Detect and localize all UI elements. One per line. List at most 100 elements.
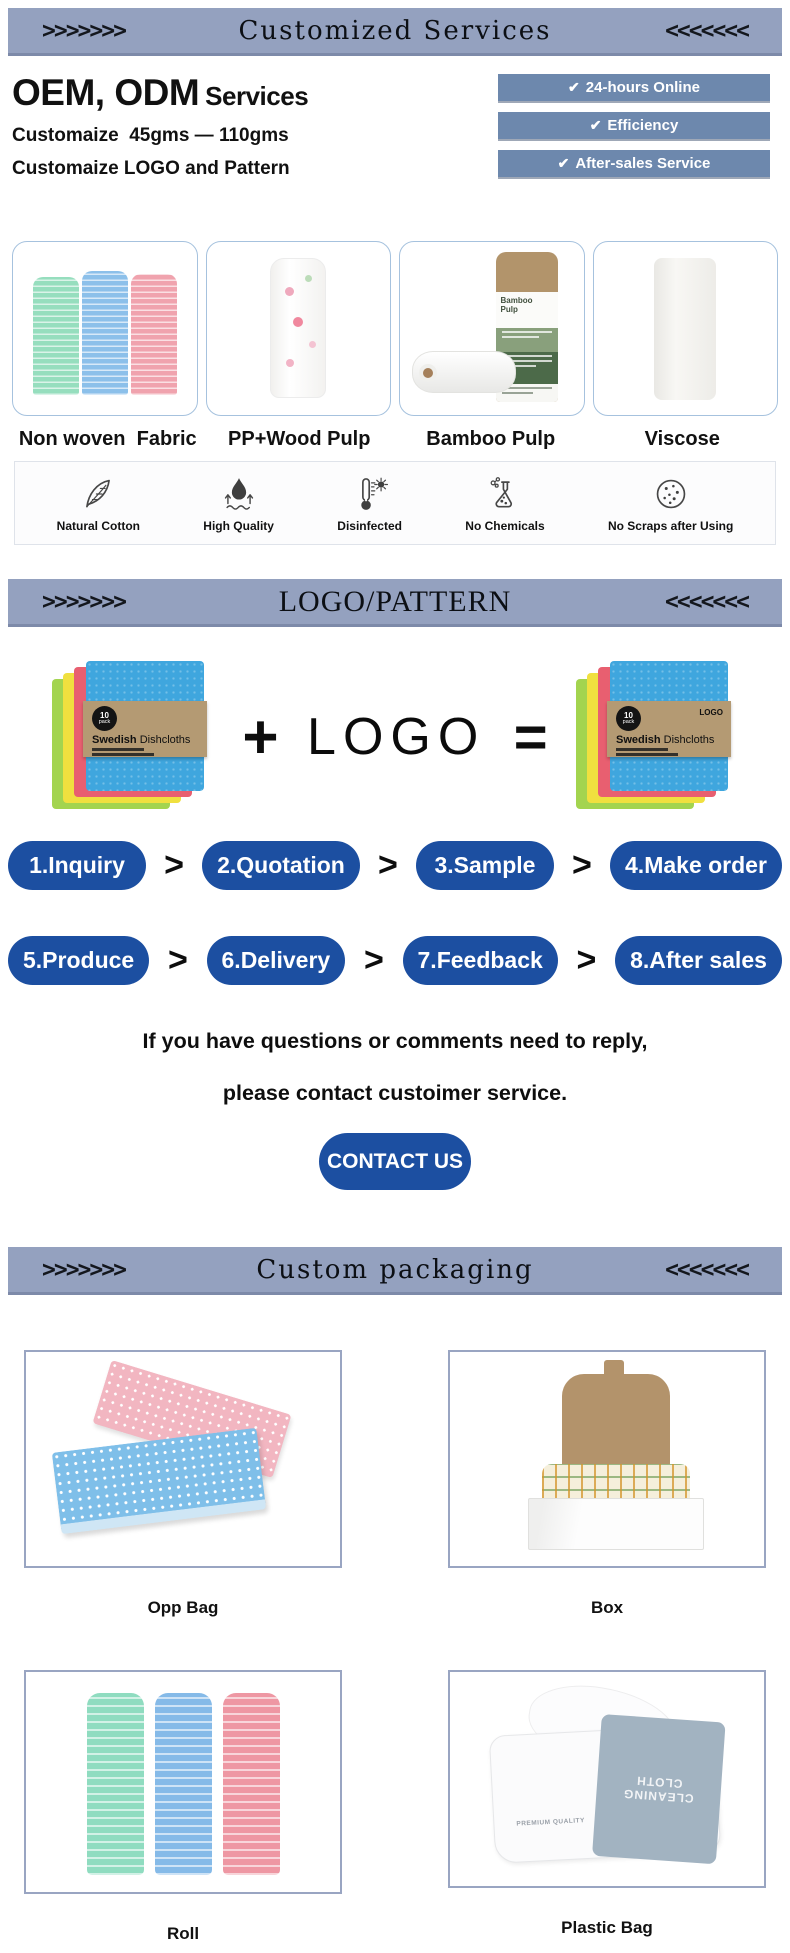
contact-message-line-2: please contact custoimer service. (222, 1081, 568, 1105)
label-box: Box (590, 1598, 624, 1617)
pack-label: 10 pack LOGO Swedish Dishcloths (606, 701, 731, 757)
badge-24-hours-online: ✔ 24-hours Online (498, 74, 770, 101)
card-bamboo-pulp: Bamboo Pulp (399, 241, 585, 416)
label-bamboo-pulp: Bamboo Pulp (426, 428, 556, 450)
plastic-bag-image: CLEANING CLOTH PREMIUM QUALITY (448, 1670, 766, 1888)
oem-heading-sub: Services (205, 81, 309, 111)
banner-logo-pattern: >>>>>>> LOGO/PATTERN <<<<<<< (8, 579, 782, 627)
feature-no-chemicals: No Chemicals (465, 475, 545, 533)
logo-word: LOGO (307, 708, 486, 766)
material-labels: Non woven Fabric PP+Wood Pulp Bamboo Pul… (0, 428, 790, 451)
step-feedback: 7.Feedback (402, 936, 558, 985)
thermometer-sun-icon (360, 477, 388, 510)
equals-sign: = (513, 704, 548, 770)
bag-subtext: PREMIUM QUALITY (516, 1817, 586, 1828)
logo-tag: LOGO (699, 708, 723, 717)
viscose-roll-image (654, 258, 717, 400)
feature-disinfected: Disinfected (337, 475, 402, 533)
right-arrows-decoration: >>>>>>> (42, 588, 127, 615)
features-strip: Natural Cotton High Quality Disinfected (14, 461, 776, 545)
step-after-sales: 8.After sales (615, 936, 782, 985)
contact-message-line-1: If you have questions or comments need t… (142, 1029, 648, 1053)
packaging-row-1: Opp Bag Box (0, 1350, 790, 1618)
flask-icon (490, 477, 512, 508)
step-sample: 3.Sample (415, 841, 554, 890)
packaging-plastic-bag: CLEANING CLOTH PREMIUM QUALITY Plastic B… (448, 1670, 766, 1944)
check-icon: ✔ (568, 79, 580, 95)
pack-count-badge: 10 pack (92, 706, 117, 731)
badge-after-sales-service: ✔ After-sales Service (498, 150, 770, 177)
step-make-order: 4.Make order (610, 841, 782, 890)
label-non-woven-fabric: Non woven Fabric (18, 428, 197, 450)
section-title-logo-pattern: LOGO/PATTERN (278, 584, 512, 618)
box-image (448, 1350, 766, 1568)
check-icon: ✔ (589, 117, 602, 133)
step-arrow: > (377, 846, 398, 884)
label-viscose: Viscose (644, 428, 720, 450)
plus-sign: + (242, 702, 279, 772)
label-pp-wood-pulp: PP+Wood Pulp (228, 428, 371, 450)
process-steps-row-2: 5.Produce > 6.Delivery > 7.Feedback > 8.… (0, 936, 790, 985)
step-arrow: > (167, 941, 188, 979)
logo-equation-section: 10 pack Swedish Dishcloths + LOGO = (0, 627, 790, 827)
contact-us-button[interactable]: CONTACT US (319, 1133, 471, 1190)
banner-customized-services: >>>>>>> Customized Services <<<<<<< (8, 8, 782, 56)
water-drop-icon (224, 478, 253, 510)
bag-text: CLEANING CLOTH (622, 1773, 695, 1806)
nonwoven-rolls-image (13, 242, 197, 415)
badge-label: Efficiency (607, 117, 679, 134)
left-arrows-decoration: <<<<<<< (665, 1256, 750, 1283)
customize-gsm-line: Customaize 45gms — 110gms (12, 125, 289, 146)
label-plastic-bag: Plastic Bag (561, 1918, 653, 1937)
packaging-roll: Roll (24, 1670, 342, 1944)
section-title-customized-services: Customized Services (238, 15, 552, 46)
bag-panel: CLEANING CLOTH (592, 1714, 726, 1865)
check-icon: ✔ (557, 155, 570, 171)
badge-efficiency: ✔ Efficiency (498, 112, 770, 139)
pp-wood-pulp-roll-image (270, 258, 327, 398)
right-arrows-decoration: >>>>>>> (42, 17, 127, 44)
brand-text: Swedish Dishcloths (615, 734, 715, 746)
packaging-row-2: Roll CLEANING CLOTH PREMIUM QUALITY Plas… (0, 1670, 790, 1944)
roll-image (24, 1670, 342, 1894)
bamboo-tube-label: Bamboo Pulp (500, 296, 533, 315)
step-delivery: 6.Delivery (206, 936, 346, 985)
packaging-box: Box (448, 1350, 766, 1618)
packaging-opp-bag: Opp Bag (24, 1350, 342, 1618)
step-arrow: > (572, 846, 592, 884)
customize-logo-line: Customaize LOGO and Pattern (12, 158, 290, 179)
right-arrows-decoration: >>>>>>> (42, 1256, 127, 1283)
pack-label: 10 pack Swedish Dishcloths (83, 701, 207, 757)
label-roll: Roll (166, 1924, 200, 1943)
step-arrow: > (363, 941, 384, 979)
step-quotation: 2.Quotation (202, 841, 360, 890)
white-roll-image (412, 351, 516, 393)
card-viscose (592, 241, 778, 416)
feature-no-scraps: No Scraps after Using (608, 475, 733, 533)
dishcloth-pack-with-logo-image: 10 pack LOGO Swedish Dishcloths (575, 661, 738, 813)
card-pp-wood-pulp (205, 241, 391, 416)
step-inquiry: 1.Inquiry (8, 841, 146, 890)
feather-icon (86, 479, 111, 508)
service-badges: ✔ 24-hours Online ✔ Efficiency ✔ After-s… (498, 72, 770, 228)
opp-bag-image (24, 1350, 342, 1568)
material-cards: Bamboo Pulp (0, 241, 790, 416)
card-non-woven-fabric (12, 241, 198, 416)
step-arrow: > (164, 846, 184, 884)
brand-text: Swedish Dishcloths (92, 734, 191, 746)
dishcloth-pack-image: 10 pack Swedish Dishcloths (52, 661, 214, 813)
feature-high-quality: High Quality (203, 475, 274, 533)
process-steps-row-1: 1.Inquiry > 2.Quotation > 3.Sample > 4.M… (0, 841, 790, 890)
badge-label: 24-hours Online (585, 79, 700, 96)
banner-custom-packaging: >>>>>>> Custom packaging <<<<<<< (8, 1247, 782, 1295)
step-produce: 5.Produce (8, 936, 150, 985)
oem-heading-main: OEM, ODM (12, 72, 200, 113)
feature-natural-cotton: Natural Cotton (57, 475, 140, 533)
section-title-custom-packaging: Custom packaging (256, 1254, 534, 1285)
no-scraps-icon (656, 479, 685, 509)
label-opp-bag: Opp Bag (147, 1598, 219, 1617)
